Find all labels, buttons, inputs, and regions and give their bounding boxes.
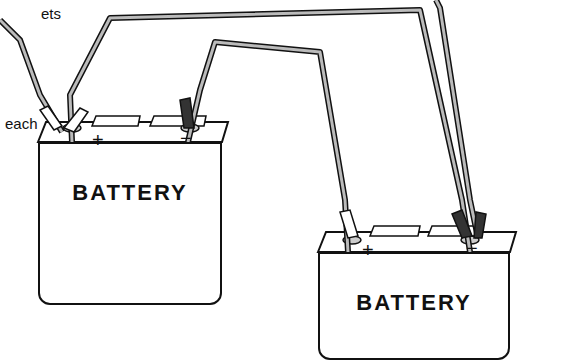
battery-body: BATTERY (318, 252, 510, 360)
battery-label: BATTERY (320, 290, 508, 316)
terminal-cover (92, 116, 140, 126)
cable-clamp (340, 210, 358, 238)
cable-clamp (40, 106, 88, 132)
terminal-sign: − (466, 238, 478, 258)
jumper-cable (0, 20, 62, 132)
text-fragment: each (4, 116, 39, 131)
battery-label: BATTERY (40, 180, 220, 206)
terminal-sign: − (180, 128, 192, 148)
jumper-cable (0, 20, 62, 132)
text-fragment: ets (40, 6, 62, 21)
terminal-cover (370, 226, 420, 236)
cable-clamp (452, 210, 486, 238)
cable-clamp (180, 98, 194, 128)
terminal-sign: + (362, 240, 374, 260)
terminal-sign: + (92, 130, 104, 150)
battery-body: BATTERY (38, 142, 222, 305)
terminal-cover (150, 116, 206, 126)
